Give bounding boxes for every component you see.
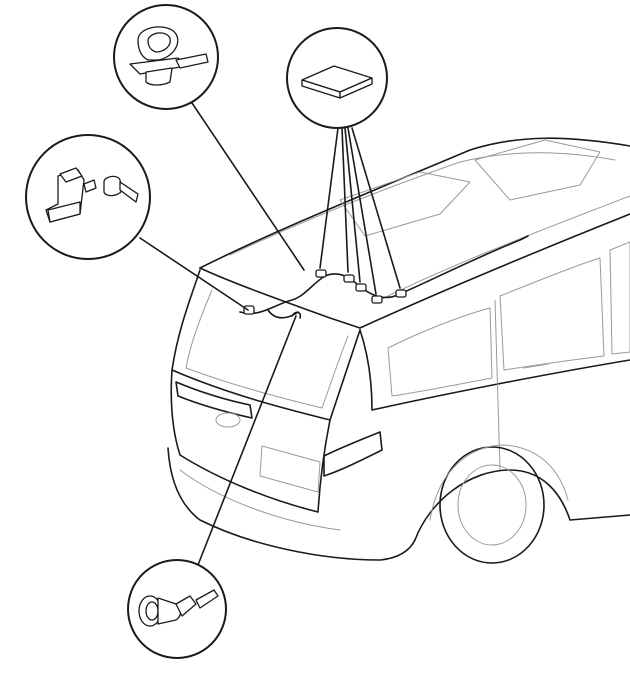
roof-side-edge xyxy=(359,213,630,329)
clip-band-inner xyxy=(147,32,171,53)
leader-tape-1 xyxy=(319,127,339,269)
leader-lines xyxy=(139,99,401,571)
harness-clamp-1 xyxy=(315,269,327,278)
roof-outline xyxy=(199,137,630,269)
callout-circle-connector xyxy=(25,134,151,260)
connector-plug xyxy=(103,175,123,197)
clip-strap xyxy=(175,53,209,69)
harness-connector-icon xyxy=(45,167,139,223)
license-plate xyxy=(259,445,321,493)
leader-tape-4 xyxy=(347,127,377,295)
rear-glass xyxy=(171,269,361,421)
band-clip-icon xyxy=(129,26,209,86)
door-seam xyxy=(494,299,501,471)
roof-rail-left xyxy=(229,152,616,256)
leader-tape-2 xyxy=(341,127,349,273)
rear-emblem xyxy=(215,412,241,428)
suv-rear-three-quarter-icon xyxy=(167,137,630,564)
callout-band-clip xyxy=(113,4,219,110)
leader-tape-3 xyxy=(344,127,361,283)
connector-cable xyxy=(119,181,139,203)
grommet-tube xyxy=(175,595,197,617)
rear-wheel-inner xyxy=(457,464,527,546)
rear-glass-inner xyxy=(185,289,349,409)
roof-rail-right xyxy=(379,195,630,301)
leader-tape-5 xyxy=(351,127,401,289)
tape-pad-icon xyxy=(301,65,373,99)
rear-bumper xyxy=(167,447,416,561)
harness-clamp-5 xyxy=(395,289,407,298)
harness-connector-point xyxy=(243,305,255,315)
grommet-flange-inner xyxy=(145,601,159,621)
side-belt xyxy=(359,329,630,411)
callout-grommet xyxy=(127,559,227,659)
side-window-mid xyxy=(499,257,605,371)
wheel-arch xyxy=(429,444,569,521)
grommet-cable xyxy=(195,589,219,609)
tail-lamp-right xyxy=(323,431,383,477)
tape-pad-side xyxy=(339,77,373,99)
harness-clamp-4 xyxy=(371,295,383,304)
wire-harness-route xyxy=(239,235,529,315)
bumper-line xyxy=(179,469,341,531)
connector-housing-face xyxy=(47,201,81,223)
tail-lamp-left xyxy=(175,381,253,419)
harness-clamp-3 xyxy=(355,283,367,292)
callout-tape-pad xyxy=(286,27,388,129)
side-window-rear xyxy=(387,307,493,397)
side-lower xyxy=(414,469,630,541)
sunroof-front xyxy=(474,139,601,201)
tailgate-grommet-point xyxy=(291,311,302,319)
clip-stem xyxy=(145,67,173,86)
rear-wheel-outer xyxy=(439,446,545,564)
roof-rear-edge xyxy=(199,267,361,329)
leader-grommet xyxy=(195,315,297,571)
harness-clamp-2 xyxy=(343,274,355,283)
tailgate-lower xyxy=(170,369,331,513)
grommet-icon xyxy=(138,589,219,627)
leader-connector xyxy=(139,237,249,311)
side-window-front xyxy=(609,241,630,355)
wire-harness-drop xyxy=(267,309,299,319)
door-handle xyxy=(523,363,549,369)
leader-clip xyxy=(189,99,305,271)
connector-pin xyxy=(83,179,97,193)
sunroof-rear xyxy=(339,171,471,237)
connector-housing-top xyxy=(59,167,83,183)
callout-harness-connector xyxy=(25,134,151,260)
